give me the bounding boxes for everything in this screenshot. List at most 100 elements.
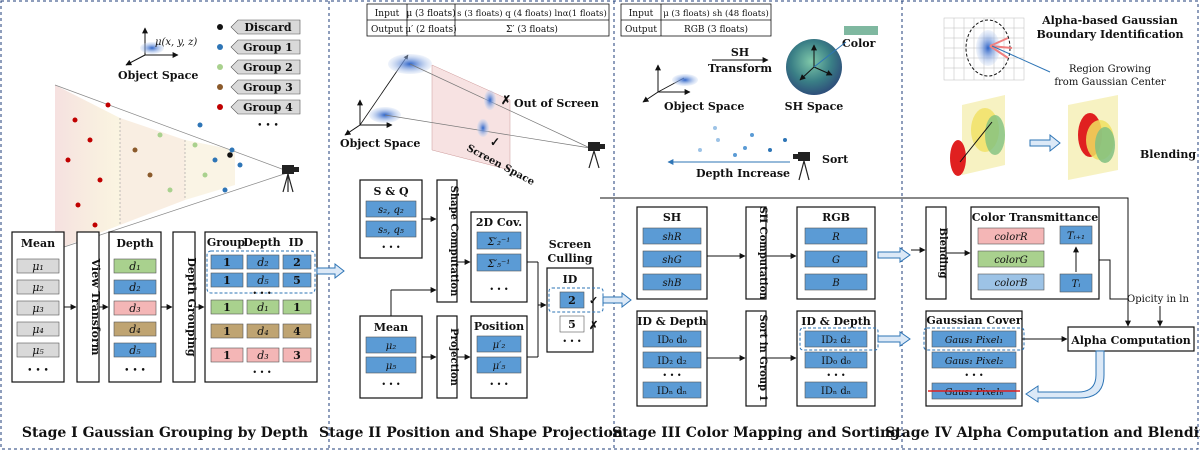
table-cell: 5 <box>293 274 301 287</box>
screen-culling-label-1: Screen <box>549 238 591 251</box>
table-cell: 1 <box>293 301 301 314</box>
group-table-text: 1 d₂ 2 1 d₅ 5 1 d₁ 1 1 d₄ 4 1 d₃ 3 • • •… <box>223 256 301 377</box>
mean-item-stage2: μ₂ <box>386 341 397 352</box>
gaussian-blob <box>672 74 698 86</box>
stage4: Alpha-based Gaussian Boundary Identifica… <box>885 14 1200 441</box>
color-label: Color <box>842 37 876 50</box>
mean-item-stage2: μ₅ <box>386 361 397 372</box>
sorted-item: ID₀ d₀ <box>821 356 851 367</box>
id-item: 2 <box>568 294 576 307</box>
sq-box <box>359 179 423 259</box>
id-depth-title: ID & Depth <box>637 315 707 328</box>
legend-ellipsis: • • • <box>257 121 279 131</box>
check-mark: ✓ <box>589 294 598 307</box>
screen-culling-label-2: Culling <box>548 252 593 265</box>
id-depth-item: IDₙ dₙ <box>657 386 687 397</box>
t-item: Tᵢ <box>1072 279 1081 290</box>
io-input-shape: s (3 floats) q (4 floats) lnα(1 floats) <box>457 8 607 19</box>
rgb-item: G <box>832 255 840 266</box>
color-item: colorG <box>994 255 1028 266</box>
group-table-rows <box>210 254 312 363</box>
table-cell: 1 <box>223 274 231 287</box>
table-cell: 4 <box>293 325 301 338</box>
io-input-label: Input <box>375 9 400 19</box>
sh-item: shB <box>663 278 682 289</box>
sh-transform-label-2: Transform <box>708 62 772 75</box>
gaussian-cover-title: Gaussian Cover <box>926 314 1022 327</box>
depth-item: • • • <box>124 366 146 376</box>
view-transform-label: View Transform <box>89 258 102 356</box>
sh-item: shG <box>662 255 682 266</box>
blending-illustration <box>950 95 1118 180</box>
table-cell: 3 <box>293 349 301 362</box>
highlight-dashed <box>206 250 316 294</box>
io-input-mu: μ (3 floats) <box>406 8 455 19</box>
region-growing-2: from Gaussian Center <box>1054 77 1166 88</box>
shape-computation-label: Shape Computation <box>448 186 459 297</box>
mean-item: • • • <box>27 366 49 376</box>
color-item: colorB <box>995 278 1028 289</box>
boundary-title-2: Boundary Identification <box>1037 28 1184 41</box>
stage-transfer-arrow <box>877 247 911 263</box>
opacity-label: Opicity in ln <box>1127 294 1189 305</box>
sorted-ellipsis: • • • <box>826 371 845 380</box>
feedback-line <box>600 197 1129 320</box>
id-depth-item: ID₀ d₀ <box>657 335 687 346</box>
id-ellipsis: • • • <box>562 337 581 346</box>
depth-grouping-label: Depth Grouping <box>185 257 198 357</box>
position-item: μ′₅ <box>493 361 506 372</box>
sh-computation-label: SH Computation <box>757 206 768 300</box>
position-title: Position <box>474 320 524 333</box>
depth-item: d₅ <box>129 344 141 357</box>
table-header-id: ID <box>289 236 304 249</box>
table-ellipsis: • • • <box>252 289 271 298</box>
region-growing-1: Region Growing <box>1069 64 1152 75</box>
stage3: Input μ (3 floats) sh (48 floats) Output… <box>600 3 1129 441</box>
feedback-arrow <box>1025 350 1105 403</box>
boundary-title-1: Alpha-based Gaussian <box>1041 14 1178 27</box>
camera-icon <box>282 165 299 193</box>
sq-item: s₅, q₅ <box>378 225 404 236</box>
mean-title-stage2: Mean <box>374 321 408 334</box>
camera-icon <box>588 142 605 169</box>
id-box <box>546 267 594 353</box>
io-table-stage3 <box>620 3 772 37</box>
blending-box-label: Blending <box>937 228 948 279</box>
rgb-title: RGB <box>822 211 850 224</box>
mean-item: μ₂ <box>32 281 44 294</box>
mean-ellipsis: • • • <box>381 380 400 389</box>
object-space-label: Object Space <box>118 69 198 82</box>
sh-space-label: SH Space <box>785 100 844 113</box>
rgb-item: B <box>831 278 839 289</box>
sh-transform-label-1: SH <box>731 46 749 59</box>
gaussian-blob <box>976 30 1000 66</box>
mean-item: μ₃ <box>32 302 44 315</box>
table-header-group: Group <box>207 236 246 249</box>
check-mark: ✓ <box>490 135 500 149</box>
group-legend: Discard Group 1 Group 2 Group 3 Group 4 … <box>217 19 301 131</box>
table-cell: d₂ <box>257 256 268 269</box>
sh-item: shR <box>662 232 682 243</box>
rgb-item: R <box>831 232 840 243</box>
legend-group-4: Group 4 <box>243 101 293 114</box>
stage-transfer-arrow <box>316 262 345 280</box>
sq-item: s₂, q₂ <box>378 205 404 216</box>
sq-title: S & Q <box>373 185 409 198</box>
table-cell: 1 <box>223 256 231 269</box>
table-cell: 2 <box>293 256 301 269</box>
depth-item: d₁ <box>129 260 140 273</box>
id-depth-ellipsis: • • • <box>662 371 681 380</box>
mean-item: μ₅ <box>32 344 44 357</box>
projected-gaussian <box>477 119 489 137</box>
frustum <box>54 84 291 251</box>
color-swatch <box>844 26 878 35</box>
object-space-label: Object Space <box>340 137 420 150</box>
sort-label: Sort <box>822 153 849 166</box>
color-item: colorR <box>994 232 1028 243</box>
table-cell: d₅ <box>257 274 269 287</box>
out-of-screen-label: Out of Screen <box>514 97 599 110</box>
stage-transfer-arrow <box>877 331 911 347</box>
stage3-caption: Stage III Color Mapping and Sorting <box>612 425 900 441</box>
io-output-label: Output <box>625 25 657 35</box>
